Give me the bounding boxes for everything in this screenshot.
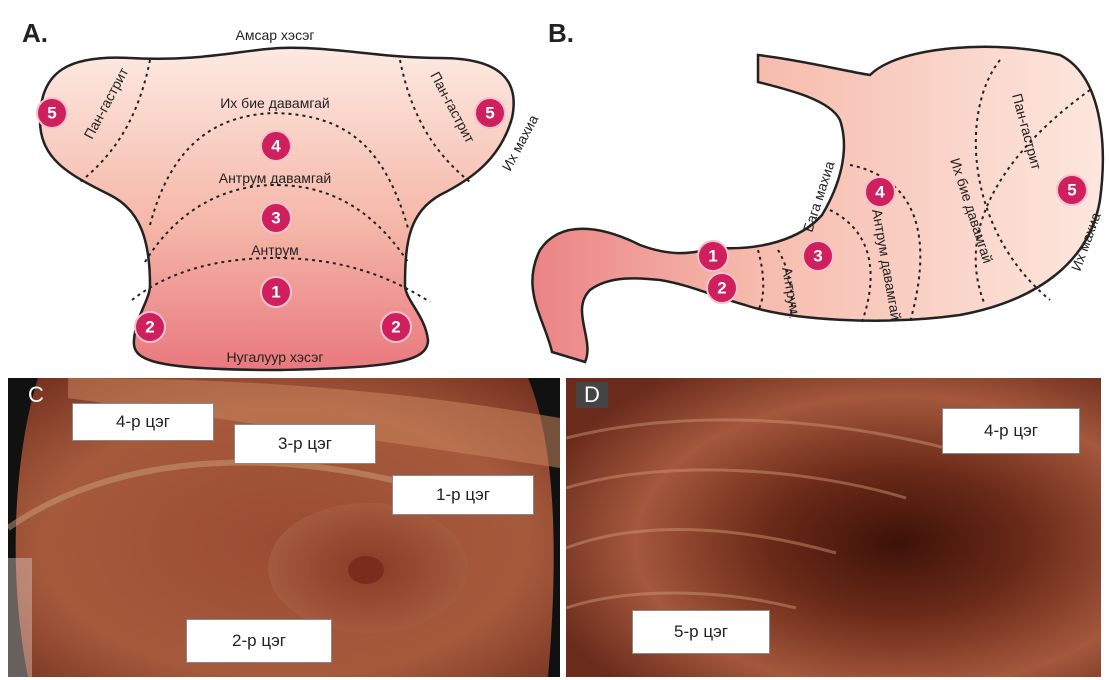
marker-b-4: 4	[865, 177, 895, 207]
svg-text:3: 3	[813, 247, 822, 266]
svg-text:5: 5	[47, 104, 56, 123]
svg-text:2: 2	[717, 279, 726, 298]
marker-b-2: 2	[707, 273, 737, 303]
marker-a-2-left: 2	[135, 312, 165, 342]
label-body-folds-a: Их бие давамгай	[220, 95, 330, 111]
svg-text:5: 5	[485, 104, 494, 123]
marker-b-3: 3	[803, 241, 833, 271]
svg-text:4: 4	[875, 183, 885, 202]
point-tag-1: 1-р цэг	[392, 475, 534, 515]
marker-a-5-right: 5	[475, 98, 505, 128]
point-tag-4: 4-р цэг	[942, 408, 1080, 454]
svg-text:1: 1	[708, 247, 717, 266]
svg-text:3: 3	[271, 209, 280, 228]
marker-b-1: 1	[698, 241, 728, 271]
marker-a-2-right: 2	[381, 312, 411, 342]
marker-a-3: 3	[261, 203, 291, 233]
svg-text:5: 5	[1067, 181, 1076, 200]
point-tag-5: 5-р цэг	[632, 610, 770, 654]
label-bottom-a: Нугалуур хэсэг	[227, 349, 324, 365]
marker-a-5-left: 5	[37, 98, 67, 128]
svg-text:1: 1	[271, 283, 280, 302]
diagram-panel: A. B.	[0, 0, 1109, 372]
marker-a-1: 1	[261, 277, 291, 307]
panel-label-c: C	[28, 382, 44, 408]
svg-text:2: 2	[391, 318, 400, 337]
marker-a-4: 4	[261, 131, 291, 161]
label-top-a: Амсар хэсэг	[236, 27, 315, 43]
endoscopy-photo-c: C 4-р цэг 3-р цэг 1-р цэг 2-р цэг	[8, 378, 560, 677]
point-tag-2: 2-р цэг	[186, 619, 332, 663]
label-antrum-a: Антрум	[251, 242, 299, 258]
stomach-diagrams: Амсар хэсэг Их бие давамгай Антрум давам…	[0, 0, 1109, 372]
point-tag-3: 3-р цэг	[234, 424, 376, 464]
label-antrum-folds-a: Антрум давамгай	[219, 170, 332, 186]
marker-b-5: 5	[1057, 175, 1087, 205]
svg-text:2: 2	[145, 318, 154, 337]
panel-label-d: D	[576, 382, 608, 408]
endoscopy-photo-d: D 4-р цэг 5-р цэг	[566, 378, 1101, 677]
point-tag-4: 4-р цэг	[72, 403, 214, 441]
svg-text:4: 4	[271, 137, 281, 156]
